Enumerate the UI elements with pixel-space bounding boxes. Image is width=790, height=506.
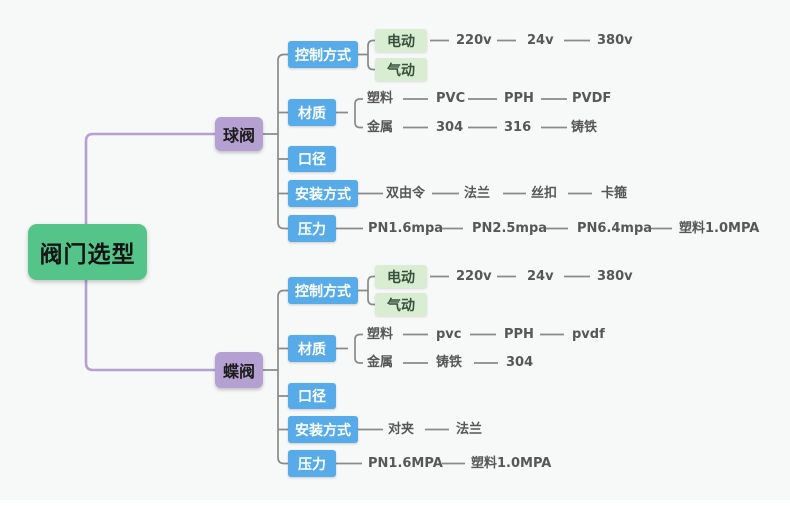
butterfly-metal-leaf[interactable]: 金属 xyxy=(367,355,394,370)
ball-plastic-chain-leaf[interactable]: PVDF xyxy=(572,91,612,106)
ball-pressure-topic[interactable]: 压力 xyxy=(288,215,336,242)
ball-install-leaf[interactable]: 丝扣 xyxy=(531,186,558,201)
butterfly-plastic-chain-leaf[interactable]: pvdf xyxy=(572,327,605,342)
ball-volt-leaf[interactable]: 380v xyxy=(597,33,633,48)
root-node[interactable]: 阀门选型 xyxy=(28,224,147,280)
butterfly-pressure-topic[interactable]: 压力 xyxy=(288,450,336,477)
ball-metal-chain-leaf[interactable]: 铸铁 xyxy=(571,120,598,135)
ball-volt-leaf[interactable]: 24v xyxy=(527,33,554,48)
ball-plastic-chain-leaf[interactable]: PPH xyxy=(504,91,534,106)
butterfly-material-topic[interactable]: 材质 xyxy=(288,335,336,362)
butterfly-volt-leaf[interactable]: 380v xyxy=(597,269,633,284)
root-branch-connector xyxy=(84,132,215,372)
ball-install-leaf[interactable]: 双由令 xyxy=(386,186,426,201)
butterfly-install-topic[interactable]: 安装方式 xyxy=(288,416,358,443)
butterfly-control-topic[interactable]: 控制方式 xyxy=(288,277,358,304)
ball-diameter-topic[interactable]: 口径 xyxy=(288,146,336,172)
butterfly-install-leaf[interactable]: 法兰 xyxy=(456,422,483,437)
butterfly-metal-chain-leaf[interactable]: 304 xyxy=(506,355,534,370)
butterfly-plastic-chain-leaf[interactable]: pvc xyxy=(436,327,462,342)
ball-pressure-leaf[interactable]: PN6.4mpa xyxy=(577,221,653,236)
butterfly-electric-node[interactable]: 电动 xyxy=(375,265,427,288)
butterfly-volt-leaf[interactable]: 220v xyxy=(456,269,492,284)
ball-metal-leaf[interactable]: 金属 xyxy=(367,120,394,135)
ball-plastic-chain-leaf[interactable]: PVC xyxy=(436,91,466,106)
butterfly-pressure-leaf[interactable]: PN1.6MPA xyxy=(368,456,443,471)
ball-pneumatic-node[interactable]: 气动 xyxy=(375,58,427,81)
ball-install-topic[interactable]: 安装方式 xyxy=(288,180,358,207)
ball-metal-chain-leaf[interactable]: 316 xyxy=(504,120,532,135)
ball-pressure-leaf[interactable]: PN1.6mpa xyxy=(368,221,444,236)
branch-node-ball-valve[interactable]: 球阀 xyxy=(215,117,263,151)
butterfly-diameter-topic[interactable]: 口径 xyxy=(288,383,336,409)
butterfly-plastic-chain-leaf[interactable]: PPH xyxy=(504,327,534,342)
ball-control-topic[interactable]: 控制方式 xyxy=(288,41,358,68)
butterfly-pneumatic-node[interactable]: 气动 xyxy=(375,293,427,316)
ball-pressure-leaf[interactable]: PN2.5mpa xyxy=(472,221,548,236)
butterfly-pressure-leaf[interactable]: 塑料1.0MPA xyxy=(471,456,552,471)
branch-node-butterfly-valve[interactable]: 蝶阀 xyxy=(215,352,263,388)
butterfly-metal-chain-leaf[interactable]: 铸铁 xyxy=(436,355,463,370)
ball-valve-connectors xyxy=(263,39,672,230)
butterfly-plastic-leaf[interactable]: 塑料 xyxy=(367,327,394,342)
ball-metal-chain-leaf[interactable]: 304 xyxy=(436,120,464,135)
ball-pressure-leaf[interactable]: 塑料1.0MPA xyxy=(679,221,760,236)
ball-plastic-leaf[interactable]: 塑料 xyxy=(367,91,394,106)
ball-electric-node[interactable]: 电动 xyxy=(375,29,427,52)
butterfly-volt-leaf[interactable]: 24v xyxy=(527,269,554,284)
ball-install-leaf[interactable]: 法兰 xyxy=(464,186,491,201)
ball-install-leaf[interactable]: 卡箍 xyxy=(601,186,628,201)
ball-volt-leaf[interactable]: 220v xyxy=(456,33,492,48)
ball-material-topic[interactable]: 材质 xyxy=(288,99,336,126)
butterfly-install-leaf[interactable]: 对夹 xyxy=(388,422,415,437)
butterfly-valve-connectors xyxy=(263,275,590,465)
